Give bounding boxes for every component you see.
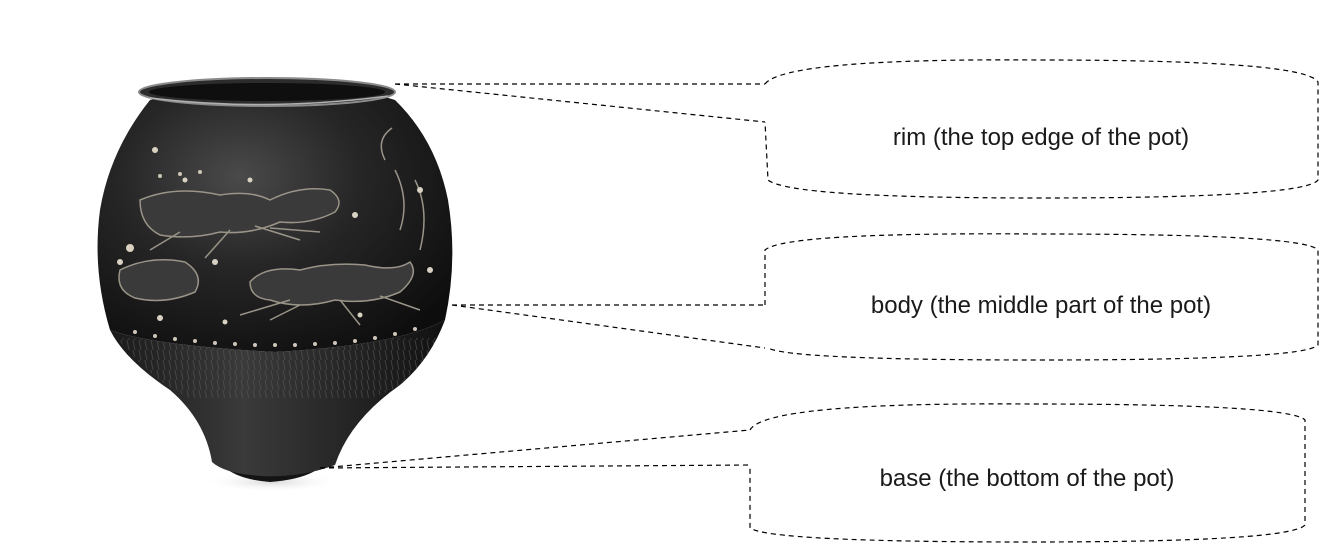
callout-body-text: body (the middle part of the pot) bbox=[871, 292, 1211, 319]
base-leader bbox=[320, 430, 750, 468]
pot-image bbox=[98, 78, 453, 492]
callout-rim-text: rim (the top edge of the pot) bbox=[893, 124, 1189, 151]
callout-base: base (the bottom of the pot) bbox=[750, 404, 1305, 542]
rim-leader bbox=[395, 84, 765, 122]
pot-rim-inner bbox=[149, 83, 385, 101]
callout-body: body (the middle part of the pot) bbox=[765, 234, 1318, 360]
callout-base-text: base (the bottom of the pot) bbox=[880, 465, 1175, 492]
body-leader bbox=[452, 305, 765, 348]
callout-rim: rim (the top edge of the pot) bbox=[765, 60, 1318, 198]
hound-left bbox=[119, 260, 198, 301]
